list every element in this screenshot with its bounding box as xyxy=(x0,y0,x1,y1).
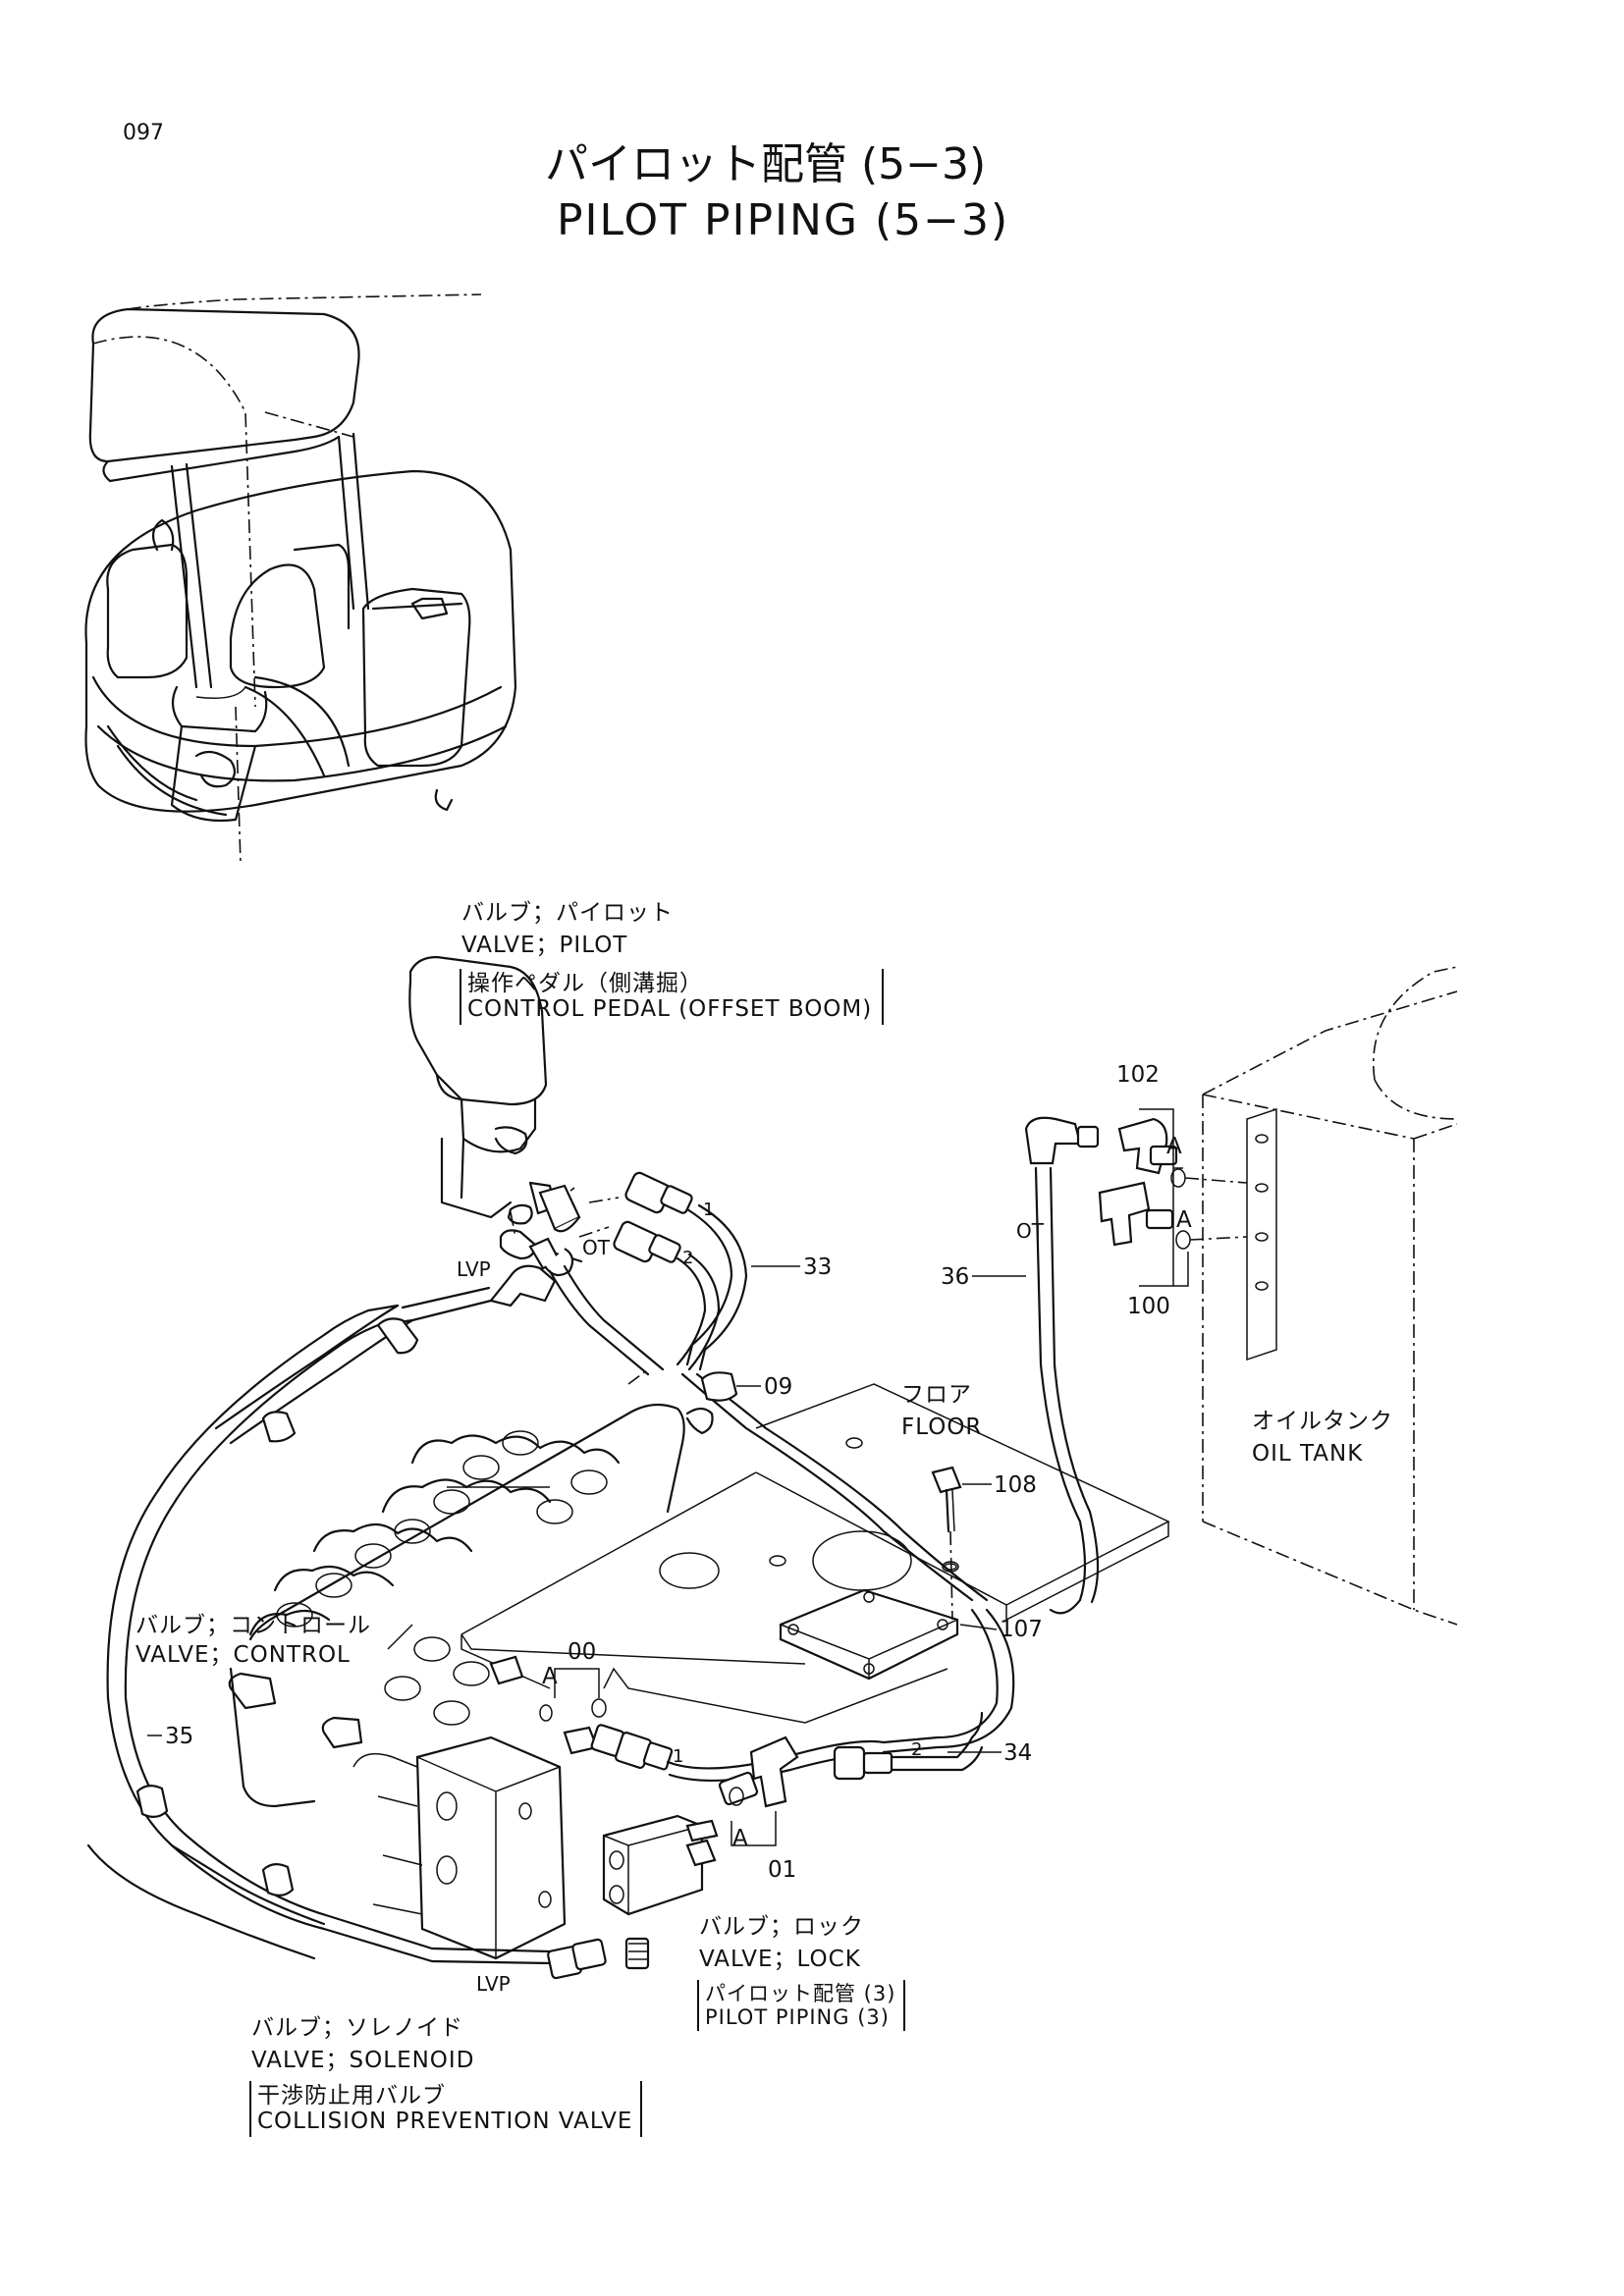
section-marker-a: A xyxy=(1166,1134,1182,1159)
part-number-35: 35 xyxy=(165,1724,194,1749)
pilot-valve-label-ja: バルブ；パイロット xyxy=(461,900,674,926)
hose-35-drawing xyxy=(86,1264,557,1965)
part-number-102: 102 xyxy=(1116,1062,1160,1088)
lock-valve-note-en: PILOT PIPING (3) xyxy=(705,2005,890,2030)
section-marker-a: A xyxy=(732,1826,748,1851)
part-number-34: 34 xyxy=(1003,1740,1033,1766)
pilot-valve-note-en: CONTROL PEDAL (OFFSET BOOM) xyxy=(467,996,873,1023)
part-number-01: 01 xyxy=(768,1857,797,1883)
section-marker-a: A xyxy=(542,1664,558,1689)
floor-label-ja: フロア xyxy=(901,1382,972,1408)
part-number-00: 00 xyxy=(568,1639,597,1665)
oil-tank-drawing xyxy=(1024,966,1458,1626)
part-number-36: 36 xyxy=(941,1264,970,1290)
leader-lines xyxy=(147,1265,1026,1753)
floor-drawing xyxy=(460,1383,1170,1754)
solenoid-valve-label-ja: バルブ；ソレノイド xyxy=(251,2015,463,2041)
ot-marker: OT xyxy=(1016,1219,1044,1243)
oil-tank-label-ja: オイルタンク xyxy=(1252,1409,1393,1434)
lvp-marker: LVP xyxy=(476,1972,511,1996)
lvp-marker: LVP xyxy=(457,1257,491,1281)
pilot-valve-note: 操作ペダル（側溝掘） CONTROL PEDAL (OFFSET BOOM) xyxy=(460,969,885,1025)
oil-tank-label-en: OIL TANK xyxy=(1252,1441,1364,1467)
control-valve-label-en: VALVE；CONTROL xyxy=(135,1642,351,1668)
page-title-ja: パイロット配管 (5−3) xyxy=(545,139,987,189)
hose-index-2: 2 xyxy=(911,1739,923,1760)
solenoid-valve-drawing xyxy=(352,1711,984,1980)
pilot-valve-label-en: VALVE；PILOT xyxy=(461,933,628,958)
part-number-108: 108 xyxy=(994,1472,1037,1498)
part-number-100: 100 xyxy=(1127,1294,1170,1319)
solenoid-valve-note-en: COLLISION PREVENTION VALVE xyxy=(257,2109,633,2135)
ot-marker: OT xyxy=(582,1236,610,1259)
part-number-107: 107 xyxy=(1000,1617,1043,1642)
solenoid-valve-note-ja: 干渉防止用バルブ xyxy=(257,2083,446,2109)
hose-index-1: 1 xyxy=(673,1746,684,1767)
pilot-valve-note-ja: 操作ペダル（側溝掘） xyxy=(467,971,703,996)
part-number-33: 33 xyxy=(803,1255,833,1280)
lock-valve-note: パイロット配管 (3) PILOT PIPING (3) xyxy=(697,1980,906,2032)
hose-33-drawing xyxy=(528,1171,989,1602)
lock-valve-label-en: VALVE；LOCK xyxy=(699,1947,861,1972)
floor-label-en: FLOOR xyxy=(901,1415,983,1440)
lock-valve-note-ja: パイロット配管 (3) xyxy=(705,1982,896,2005)
hose-index-2: 2 xyxy=(682,1248,694,1268)
solenoid-valve-label-en: VALVE；SOLENOID xyxy=(251,2048,475,2073)
page-number: 097 xyxy=(123,121,164,145)
solenoid-valve-note: 干渉防止用バルブ COLLISION PREVENTION VALVE xyxy=(249,2081,643,2137)
part-number-09: 09 xyxy=(764,1374,793,1400)
page-title-en: PILOT PIPING (5−3) xyxy=(557,195,1010,245)
lock-valve-label-ja: バルブ；ロック xyxy=(699,1914,864,1940)
machine-overview-drawing xyxy=(84,294,517,865)
control-valve-label-ja: バルブ；コントロール xyxy=(135,1613,371,1638)
section-marker-a: A xyxy=(1176,1207,1192,1233)
hose-index-1: 1 xyxy=(703,1200,715,1220)
